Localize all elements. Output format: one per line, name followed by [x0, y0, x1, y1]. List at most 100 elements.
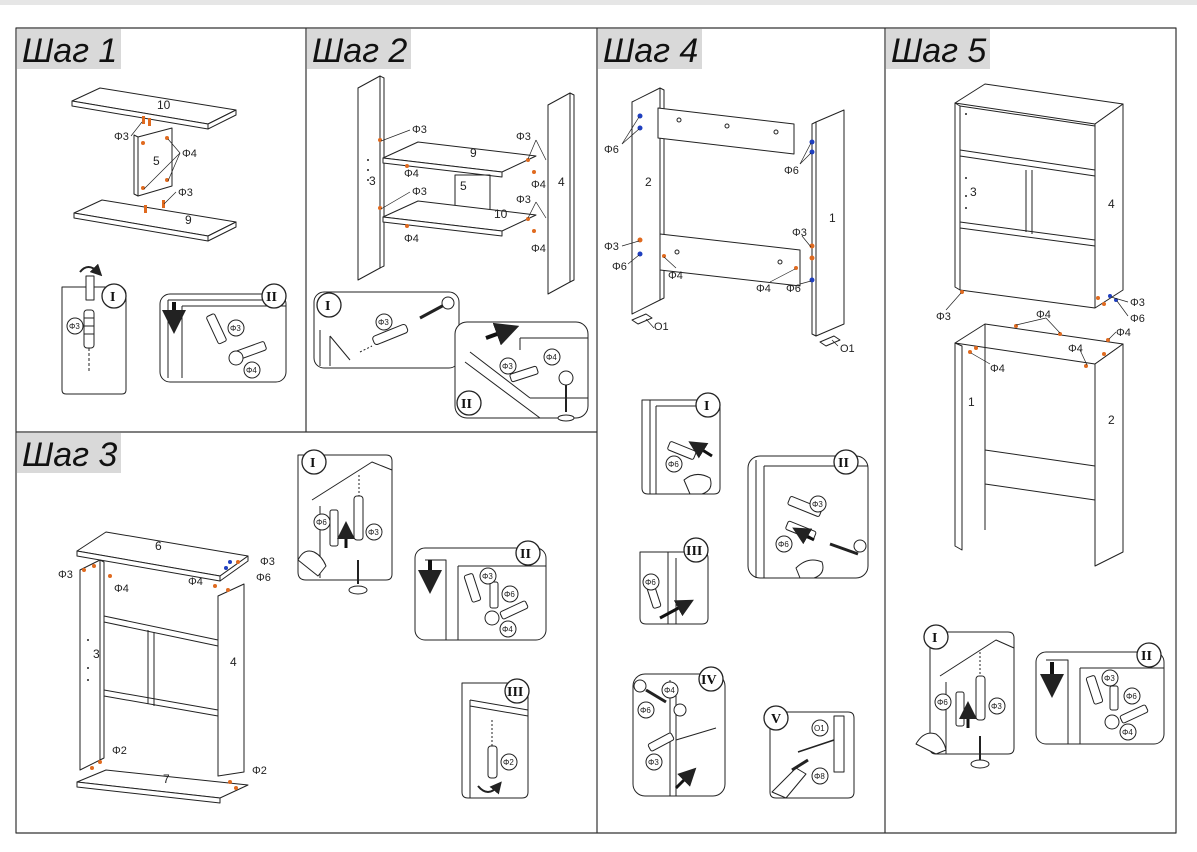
- svg-text:Φ8: Φ8: [814, 772, 825, 781]
- svg-text:III: III: [507, 685, 523, 700]
- step-5-labels: 3 4 1 2 Φ3 Φ4 Φ3 Φ6 Φ4 Φ4 Φ4: [936, 185, 1145, 427]
- svg-text:Φ4: Φ4: [531, 179, 546, 191]
- part-label-9: 9: [470, 146, 477, 160]
- svg-text:Φ4: Φ4: [1122, 728, 1133, 737]
- step-4-detail-V: V O1 Φ8: [763, 705, 855, 799]
- fastener-label-phi4: Φ4: [182, 148, 197, 160]
- back-rail-top: [657, 107, 795, 155]
- step-3-labels: 6 3 4 7 Φ3 Φ4 Φ4 Φ6 Φ3 Φ2 Φ2: [58, 539, 275, 786]
- svg-text:Φ3: Φ3: [1104, 674, 1115, 683]
- svg-text:Φ6: Φ6: [604, 144, 619, 156]
- step-4-title: Шаг 4: [598, 29, 702, 70]
- svg-text:Φ3: Φ3: [260, 556, 275, 568]
- step-5-title: Шаг 5: [886, 29, 990, 70]
- part-label-5: 5: [153, 154, 160, 168]
- svg-text:O1: O1: [814, 724, 825, 733]
- step-3-detail-II: II Φ3 Φ6 Φ4: [414, 540, 547, 641]
- svg-text:Φ4: Φ4: [502, 625, 513, 634]
- part-label-7: 7: [163, 772, 170, 786]
- part-3-side: [79, 559, 101, 771]
- svg-text:Φ4: Φ4: [1068, 343, 1083, 355]
- svg-text:Φ6: Φ6: [645, 578, 656, 587]
- part-4-side: [547, 92, 571, 295]
- svg-text:I: I: [704, 399, 709, 414]
- svg-text:Φ6: Φ6: [1126, 692, 1137, 701]
- svg-text:O1: O1: [654, 321, 669, 333]
- svg-text:II: II: [1141, 649, 1152, 664]
- svg-text:Φ6: Φ6: [640, 706, 651, 715]
- lower-cabinet-left: [954, 342, 963, 551]
- part-label-9: 9: [185, 213, 192, 227]
- svg-text:II: II: [266, 290, 277, 305]
- svg-text:Φ4: Φ4: [531, 243, 546, 255]
- step-1-detail-I: I Φ3: [61, 263, 127, 395]
- svg-text:Шаг 4: Шаг 4: [603, 32, 698, 70]
- svg-text:Φ3: Φ3: [378, 318, 389, 327]
- svg-text:Φ4: Φ4: [664, 686, 675, 695]
- svg-text:Φ2: Φ2: [503, 758, 514, 767]
- lower-cabinet-right: [1094, 343, 1124, 567]
- svg-text:I: I: [110, 290, 115, 305]
- step-2-diagram: [357, 75, 575, 295]
- step-1-labels: 10 5 9 Φ3 Φ4 Φ3: [114, 98, 197, 227]
- svg-text:Φ2: Φ2: [112, 745, 127, 757]
- part-label-3: 3: [369, 174, 376, 188]
- svg-text:Φ6: Φ6: [786, 283, 801, 295]
- svg-text:Шаг 5: Шаг 5: [891, 32, 986, 70]
- part-label-3: 3: [93, 647, 100, 661]
- step-5-diagram: [945, 83, 1129, 567]
- svg-text:Φ3: Φ3: [516, 131, 531, 143]
- part-label-3: 3: [970, 185, 977, 199]
- svg-text:Φ3: Φ3: [991, 702, 1002, 711]
- svg-text:Φ3: Φ3: [648, 758, 659, 767]
- svg-text:Φ3: Φ3: [792, 227, 807, 239]
- svg-text:Φ4: Φ4: [756, 283, 771, 295]
- svg-text:I: I: [310, 456, 315, 471]
- svg-text:Φ4: Φ4: [188, 576, 203, 588]
- svg-text:Φ4: Φ4: [546, 353, 557, 362]
- part-label-1: 1: [829, 211, 836, 225]
- step-2-labels: 3 9 5 10 4 Φ3 Φ4 Φ3 Φ4 Φ3 Φ4 Φ3 Φ4: [369, 124, 565, 255]
- svg-text:Шаг 3: Шаг 3: [22, 436, 117, 474]
- fastener-label-phi3: Φ3: [114, 131, 129, 143]
- svg-text:V: V: [771, 712, 781, 727]
- svg-text:Φ3: Φ3: [1130, 297, 1145, 309]
- step-3-detail-I: I Φ6 Φ3: [297, 449, 393, 595]
- svg-text:Φ3: Φ3: [368, 528, 379, 537]
- step-4-detail-III: III Φ6: [639, 537, 709, 625]
- step-4-detail-II: II Φ3 Φ6: [747, 449, 869, 579]
- step-4-labels: 2 1 Φ6 Φ6 Φ3 Φ6 Φ4 Φ4 Φ3 Φ6 O1 O1: [604, 144, 855, 355]
- svg-text:Φ4: Φ4: [990, 363, 1005, 375]
- part-label-10: 10: [494, 207, 508, 221]
- svg-text:Φ3: Φ3: [58, 569, 73, 581]
- svg-text:Φ3: Φ3: [516, 194, 531, 206]
- step-1-detail-II: II Φ3 Φ4: [159, 283, 287, 383]
- part-4-side: [217, 583, 245, 777]
- step-1-title: Шаг 1: [17, 29, 121, 70]
- step-5-detail-II: II Φ3 Φ6 Φ4: [1035, 642, 1165, 745]
- svg-text:Φ4: Φ4: [1116, 327, 1131, 339]
- part-label-4: 4: [1108, 197, 1115, 211]
- svg-text:Шаг 2: Шаг 2: [312, 32, 407, 70]
- part-label-4: 4: [230, 655, 237, 669]
- svg-text:Φ4: Φ4: [404, 233, 419, 245]
- top-edge-strip: [0, 0, 1197, 5]
- svg-text:O1: O1: [840, 343, 855, 355]
- svg-text:Φ4: Φ4: [1036, 309, 1051, 321]
- svg-text:Φ6: Φ6: [784, 165, 799, 177]
- svg-text:Φ6: Φ6: [778, 540, 789, 549]
- svg-text:Φ6: Φ6: [504, 590, 515, 599]
- svg-text:Φ6: Φ6: [1130, 313, 1145, 325]
- svg-text:I: I: [932, 631, 937, 646]
- step-1-diagram: [71, 87, 237, 242]
- step-3-diagram: [76, 531, 249, 804]
- step-4-diagram: [621, 87, 845, 347]
- back-rail-bottom: [659, 233, 801, 287]
- svg-text:II: II: [461, 397, 472, 412]
- panel-borders: [15, 27, 1177, 834]
- step-2-detail-I: I Φ3: [313, 291, 460, 369]
- step-5-detail-I: I Φ6 Φ3: [915, 624, 1015, 769]
- svg-text:Φ3: Φ3: [604, 241, 619, 253]
- svg-text:III: III: [686, 544, 702, 559]
